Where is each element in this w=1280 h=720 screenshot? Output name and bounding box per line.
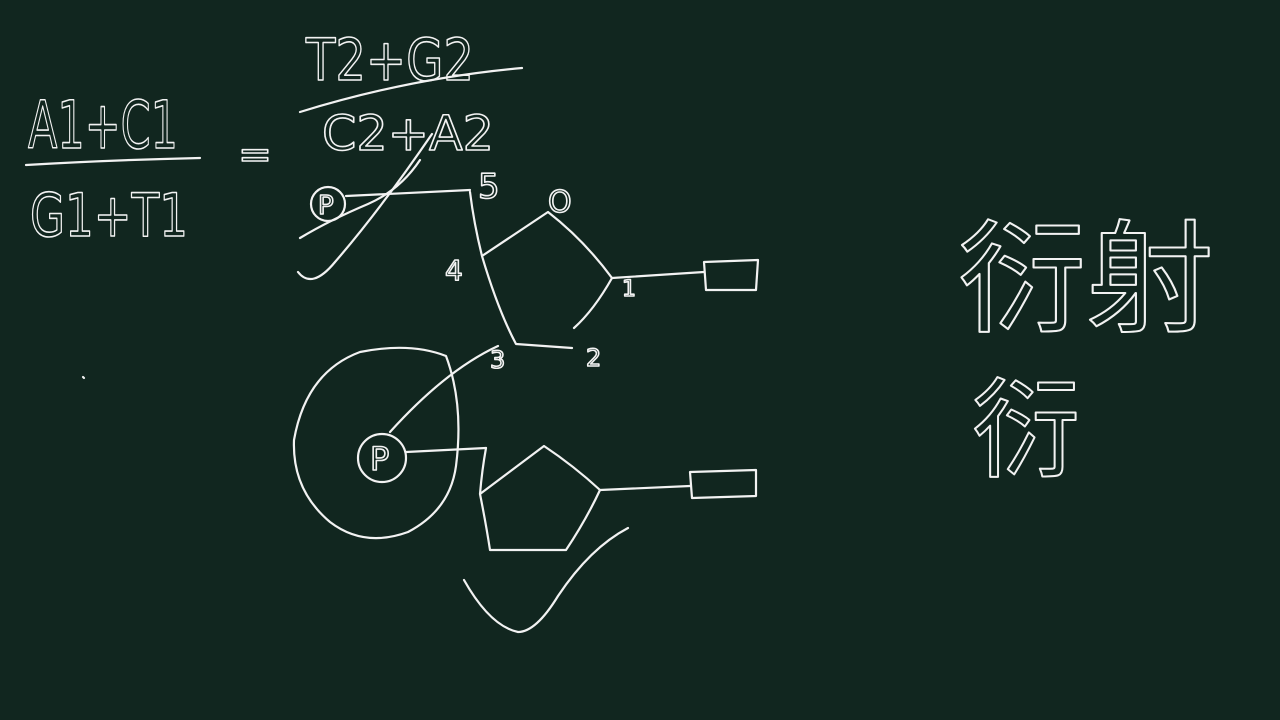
upper-base-box <box>702 258 760 292</box>
phosphate-highlight-circle <box>292 346 460 540</box>
carbon-5-label: 5 <box>478 167 500 207</box>
right-ratio-denominator: C2+A2 <box>322 106 494 162</box>
lower-ribose-ring <box>478 444 602 552</box>
carbon-1-label: 1 <box>622 277 636 302</box>
lower-phosphate-label: P <box>370 440 389 478</box>
ring-oxygen-label: O <box>548 185 572 220</box>
left-ratio-numerator: A1+C1 <box>28 87 178 164</box>
left-ratio: A1+C1 G1+T1 <box>24 86 202 380</box>
upper-ribose-ring <box>468 190 614 350</box>
right-ratio: T2+G2 C2+A2 <box>298 25 524 163</box>
note-line-1: 衍射 <box>958 209 1214 351</box>
lower-phosphate-circle <box>356 432 408 484</box>
right-fraction-bar <box>298 66 524 114</box>
chinese-notes: 衍射 衍 <box>957 208 1215 495</box>
phosphodiester-bond <box>388 344 500 434</box>
strike-through-mark <box>296 132 434 281</box>
upper-phosphate-circle <box>309 185 347 223</box>
lower-base-bond <box>598 484 692 492</box>
lower-nucleotide: P <box>292 344 758 634</box>
upper-nucleotide: P 5 O 4 3 2 1 <box>296 132 760 375</box>
strike-through-loop <box>298 158 422 240</box>
upper-base-bond <box>610 270 706 280</box>
left-ratio-denominator: G1+T1 <box>30 181 188 251</box>
carbon-4-label: 4 <box>445 254 463 287</box>
carbon-3-label: 3 <box>490 346 505 374</box>
left-fraction-bar <box>24 156 202 167</box>
note-line-2: 衍 <box>972 369 1080 494</box>
equals-sign: = <box>238 132 272 178</box>
right-ratio-numerator: T2+G2 <box>305 26 474 94</box>
chalk-speck <box>81 375 86 380</box>
upper-phosphate-label: P <box>318 191 334 221</box>
carbon-2-label: 2 <box>586 344 601 372</box>
upper-phosphate-bond <box>344 188 472 198</box>
lower-base-box <box>688 468 758 500</box>
check-mark <box>462 526 630 634</box>
lower-phosphate-bond <box>404 446 488 454</box>
